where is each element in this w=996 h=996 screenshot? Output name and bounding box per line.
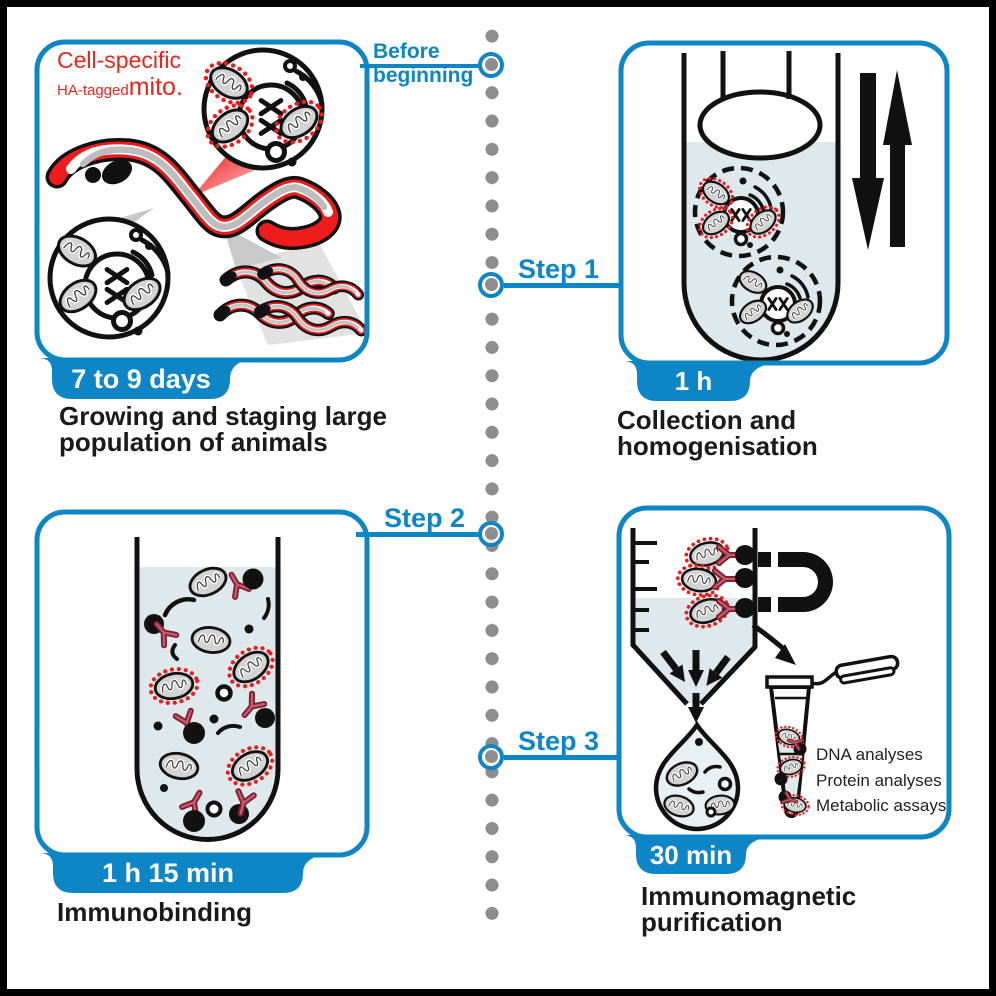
caption-immunobinding: Immunobinding: [57, 897, 252, 927]
duration-collection: 1 h: [674, 366, 713, 396]
step1-label: Step 1: [518, 254, 600, 284]
connector-before: [360, 63, 479, 68]
flow-arrows-icon: [660, 649, 731, 723]
worm-icon: [45, 138, 342, 250]
droplet-icon: [653, 720, 741, 832]
timeline-node-step3: [478, 743, 504, 770]
mito-label: mito.: [128, 73, 183, 101]
analysis-label-protein: Protein analyses: [816, 771, 942, 790]
timeline-dotted-line: [485, 22, 499, 927]
updown-arrows-icon: [852, 70, 912, 250]
connector-step3: [504, 755, 620, 760]
transfer-arrow-icon: [751, 622, 796, 665]
separation-funnel-icon: [630, 528, 758, 706]
timeline-node-before: [478, 51, 504, 78]
panel-immunobinding-illustration: [34, 509, 370, 893]
step2-label: Step 2: [383, 503, 465, 533]
duration-immunobinding: 1 h 15 min: [101, 858, 235, 888]
timeline-node-step2: [478, 520, 504, 547]
panel-purification-illustration: [616, 505, 952, 874]
connector-step2: [356, 532, 479, 537]
duration-purification: 30 min: [649, 840, 733, 870]
duration-badge-growth: [40, 358, 256, 399]
analysis-label-dna: DNA analyses: [816, 745, 923, 764]
caption-growth: Growing and staging large population of …: [59, 401, 387, 457]
caption-purification: Immunomagnetic purification: [641, 881, 857, 937]
analysis-label-metabolic: Metabolic assays: [816, 796, 947, 815]
panel-collection-illustration: [618, 40, 950, 401]
timeline-node-step1: [478, 271, 504, 298]
panel-purification-border: [616, 505, 952, 840]
binding-mix: [144, 560, 280, 832]
caption-collection: Collection and homogenisation: [617, 405, 818, 461]
connector-step1: [504, 283, 622, 288]
panel-growth-illustration: [34, 39, 370, 399]
before-beginning-label: Before beginning: [373, 40, 474, 87]
tube-outline: [681, 53, 841, 363]
cell-specific-line1: Cell-specific: [57, 47, 181, 73]
captured-mito-complexes: [676, 534, 755, 632]
cell-specific-label: Cell-specific HA-taggedmito.: [57, 47, 183, 104]
duration-badge-immunobinding: [41, 853, 333, 893]
step3-label: Step 3: [518, 726, 600, 756]
untagged-cell-icon: [50, 219, 168, 337]
duration-badge-purification: [624, 835, 780, 874]
ha-tagged-label: HA-tagged: [57, 82, 129, 99]
panel-collection-border: [618, 40, 950, 366]
eppendorf-tube-icon: [765, 654, 900, 817]
tube-cap-icon: [834, 654, 900, 685]
tube-outline: [134, 537, 281, 842]
magnet-icon: [758, 552, 833, 612]
pestle-icon: [697, 51, 823, 161]
duration-growth: 7 to 9 days: [71, 363, 211, 394]
duration-badge-collection: [625, 361, 786, 401]
